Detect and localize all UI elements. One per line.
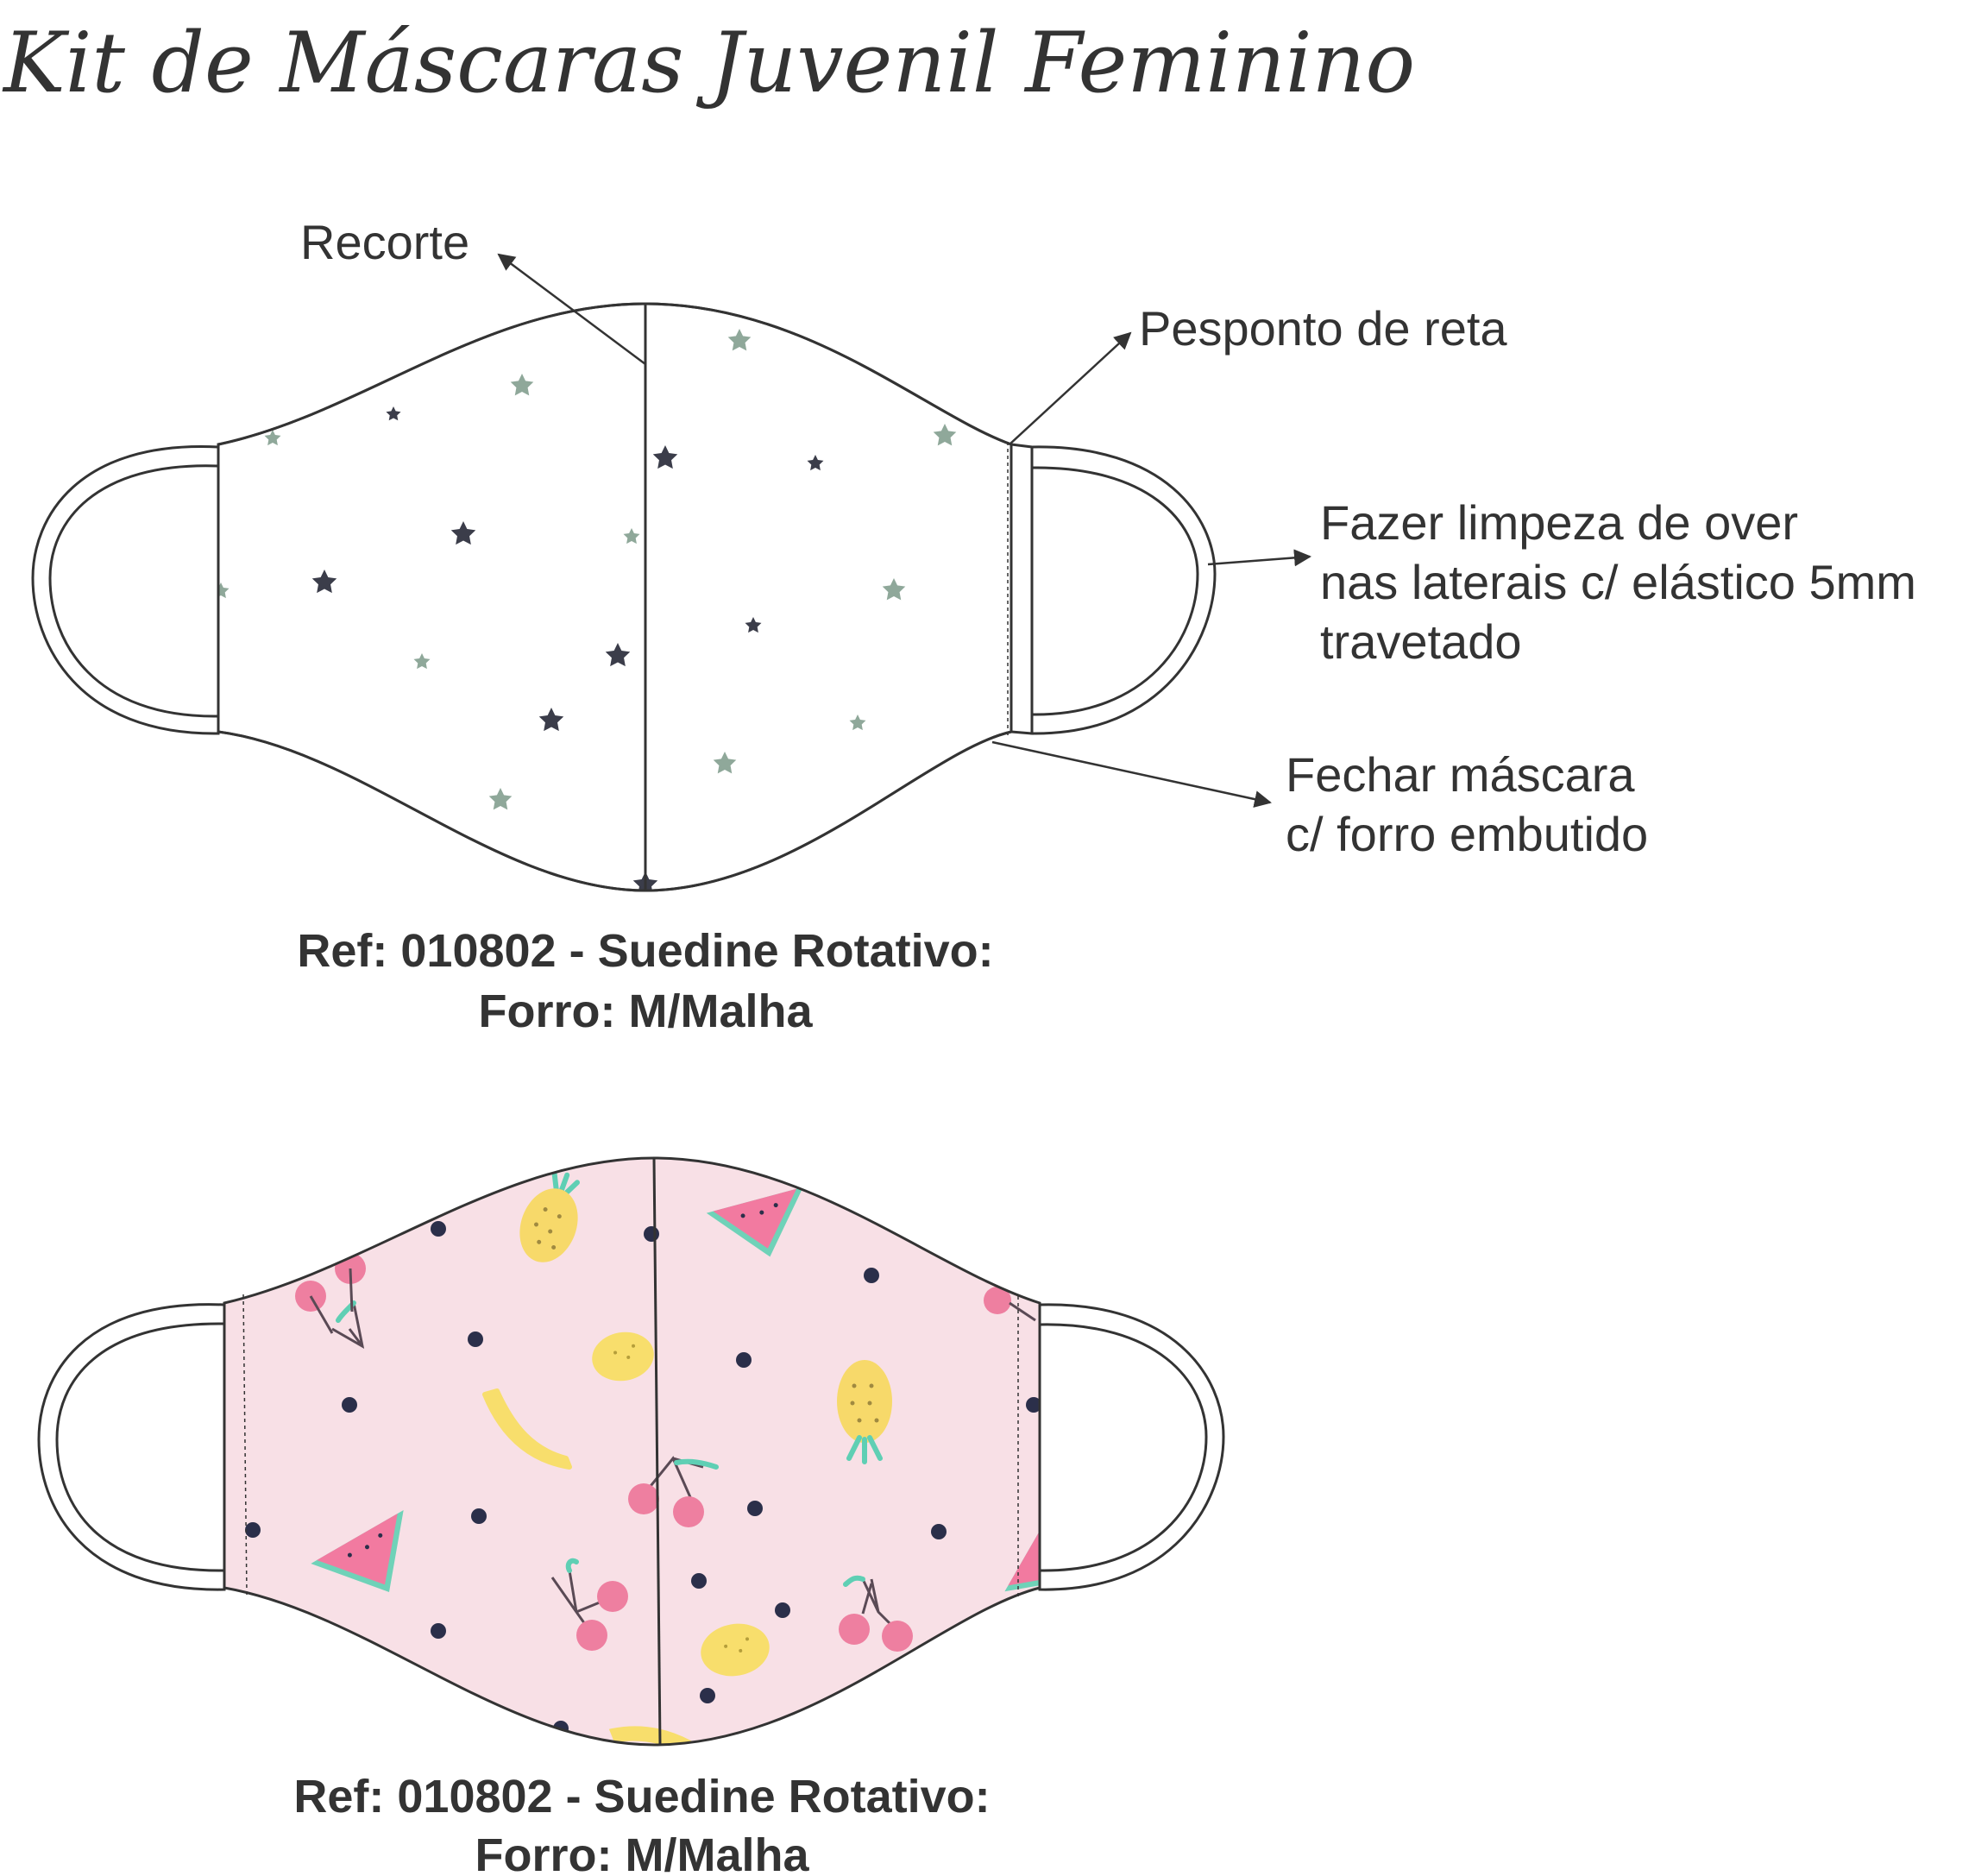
dot (691, 1573, 707, 1589)
mask2-ref-line-1: Ref: 010802 - Suedine Rotativo: (293, 1771, 990, 1822)
dot (775, 1602, 790, 1618)
annotation-limpeza-line-1: Fazer limpeza de over (1320, 495, 1798, 550)
mask-stars (31, 302, 1217, 892)
right-ear-loop (1030, 445, 1217, 735)
annotations: Recorte Pesponto de reta Fazer limpeza d… (300, 215, 1916, 861)
cherry-icon (839, 1575, 913, 1652)
page-title: Kit de Máscaras Juvenil Feminino (2, 15, 1415, 111)
left-topstitch (242, 1294, 248, 1596)
mask1-ref-line-2: Forro: M/Malha (479, 985, 814, 1037)
cherry-icon (628, 1456, 719, 1527)
arrow-pesponto (1009, 331, 1132, 445)
lemon-icon (592, 1331, 654, 1382)
annotation-fechar-line-2: c/ forro embutido (1286, 807, 1648, 861)
dot (245, 1522, 261, 1538)
dot (471, 1508, 487, 1524)
mask-fruits (37, 1156, 1225, 1747)
fruits-print (245, 1171, 1040, 1745)
right-side-band (1010, 443, 1034, 735)
mask-body-fabric (224, 1158, 1040, 1745)
left-ear-loop (31, 445, 220, 735)
arrow-limpeza (1207, 549, 1311, 567)
left-ear-loop (37, 1303, 226, 1591)
annotation-limpeza-line-3: travetado (1320, 614, 1522, 669)
annotation-fechar-line-1: Fechar máscara (1286, 747, 1635, 802)
cherry-icon (550, 1558, 628, 1651)
arrow-recorte (497, 253, 646, 366)
banana-icon (482, 1388, 572, 1470)
dots-print (245, 1221, 1040, 1736)
dot (342, 1397, 357, 1413)
dot (747, 1501, 763, 1516)
dot (644, 1226, 659, 1242)
watermelon-icon (1004, 1516, 1040, 1592)
dot (1026, 1397, 1040, 1413)
arrow-fechar (991, 740, 1272, 808)
dot (736, 1352, 752, 1368)
dot (864, 1268, 879, 1283)
pineapple-icon (837, 1360, 892, 1464)
annotation-pesponto: Pesponto de reta (1139, 301, 1507, 356)
center-seam (652, 1157, 662, 1746)
right-ear-loop (1038, 1303, 1225, 1591)
pineapple-icon (519, 1171, 580, 1262)
mask1-ref-line-1: Ref: 010802 - Suedine Rotativo: (297, 925, 993, 977)
dot (431, 1623, 446, 1639)
dot (431, 1221, 446, 1237)
dot (700, 1688, 715, 1703)
annotation-limpeza-line-2: nas laterais c/ elástico 5mm (1320, 555, 1916, 609)
lemon-icon (701, 1623, 770, 1677)
cherry-icon (984, 1287, 1036, 1322)
watermelon-icon (311, 1509, 404, 1593)
mask-body-outline (217, 302, 1013, 892)
watermelon-icon (706, 1187, 803, 1257)
dot (468, 1331, 483, 1347)
dot (931, 1524, 947, 1539)
mask2-ref-line-2: Forro: M/Malha (475, 1829, 810, 1876)
annotation-recorte: Recorte (300, 215, 469, 269)
